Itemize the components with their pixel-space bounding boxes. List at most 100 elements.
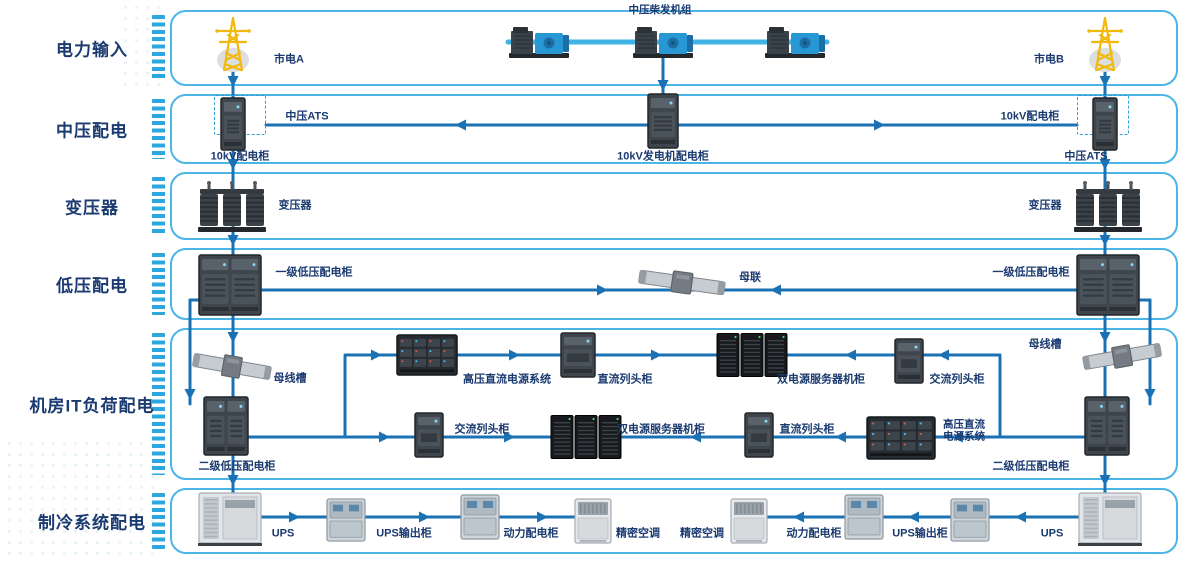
- row-label-mv-distribution: 中压配电: [56, 121, 128, 141]
- hvdc-bottom-label: 高压直流 电源系统: [943, 418, 985, 443]
- bus-tie: [636, 260, 728, 304]
- ups-right: [1078, 492, 1142, 546]
- hvdc-top-label: 高压直流电源系统: [463, 373, 551, 386]
- dc-row-head-top: [560, 332, 596, 378]
- crac-right-label: 精密空调: [680, 527, 724, 540]
- power-cabinet-icon: [326, 498, 366, 542]
- row-ticks-it-load-distribution: [152, 333, 165, 475]
- dc-row-head-top-label: 直流列头柜: [597, 373, 653, 386]
- busway-left: [190, 343, 274, 388]
- lv2-right: [1084, 396, 1130, 456]
- row-it-load-distribution: [170, 328, 1178, 480]
- ups-output-left: [326, 498, 366, 542]
- mv-panel-left-label: 10kV配电柜: [210, 150, 270, 163]
- row-label-transformers: 变压器: [65, 198, 119, 218]
- lv1-right-label: 一级低压配电柜: [992, 266, 1070, 279]
- mv-ats-right: [1092, 97, 1118, 151]
- transformer-left-label: 变压器: [278, 199, 312, 212]
- row-label-power-input: 电力输入: [56, 40, 128, 60]
- power-cabinet-icon: [844, 494, 884, 540]
- transformer-icon: [1072, 180, 1144, 234]
- power-dist-left-label: 动力配电柜: [503, 527, 559, 540]
- ups-left: [198, 492, 262, 546]
- power-dist-right-label: 动力配电柜: [786, 527, 842, 540]
- mv-ats-left-label: 中压ATS: [285, 110, 329, 123]
- row-cooling-distribution: [170, 488, 1178, 554]
- server-rack-icon: [550, 414, 622, 460]
- ac-row-head-bottom: [414, 412, 444, 458]
- lv-cabinet-icon: [1084, 396, 1130, 456]
- mv-ats-right-label: 中压ATS: [1064, 150, 1108, 163]
- genset-title-label: 中压柴发机组: [628, 3, 692, 16]
- crac-left: [574, 498, 612, 544]
- mv-panel-right-label: 10kV配电柜: [1000, 110, 1060, 123]
- gen-switchgear-label: 10kV发电机配电柜: [617, 150, 709, 163]
- ups-right-label: UPS: [1040, 527, 1064, 540]
- ups-output-right: [950, 498, 990, 542]
- lv1-left: [198, 254, 262, 316]
- hvdc-bottom: [866, 416, 936, 460]
- busway-right-label: 母线槽: [1028, 338, 1062, 351]
- tower-b: [1077, 15, 1133, 73]
- lv2-left: [203, 396, 249, 456]
- diesel-generator-icon: [508, 22, 570, 60]
- crac-right: [730, 498, 768, 544]
- hvdc-power-system-icon: [866, 416, 936, 460]
- row-ticks-lv-distribution: [152, 253, 165, 315]
- ac-row-head-top-label: 交流列头柜: [929, 373, 985, 386]
- ac-row-head-bottom-label: 交流列头柜: [454, 423, 510, 436]
- busbar-icon: [190, 343, 274, 388]
- switchgear-cabinet-icon: [647, 93, 679, 149]
- gen-2: [632, 22, 694, 60]
- lv2-right-label: 二级低压配电柜: [992, 460, 1070, 473]
- row-transformers: [170, 172, 1178, 240]
- mv-ats-left: [220, 97, 246, 151]
- row-head-cabinet-icon: [894, 338, 924, 384]
- transformer-icon: [196, 180, 268, 234]
- dc-row-head-bottom: [744, 412, 774, 458]
- busway-left-label: 母线槽: [273, 372, 307, 385]
- switchgear-cabinet-icon: [220, 97, 246, 151]
- lv-cabinet-icon: [1076, 254, 1140, 316]
- servers-top-label: 双电源服务器机柜: [777, 373, 865, 386]
- crac-icon: [574, 498, 612, 544]
- ups-left-label: UPS: [271, 527, 295, 540]
- diesel-generator-icon: [632, 22, 694, 60]
- row-ticks-power-input: [152, 15, 165, 81]
- lv-cabinet-icon: [203, 396, 249, 456]
- tower-b-label: 市电B: [1034, 53, 1064, 66]
- ups-cabinet-icon: [1078, 492, 1142, 546]
- lv-cabinet-icon: [198, 254, 262, 316]
- transformer-right-label: 变压器: [1028, 199, 1062, 212]
- row-label-cooling-distribution: 制冷系统配电: [38, 513, 146, 533]
- transmission-tower-icon: [1077, 15, 1133, 73]
- lv2-left-label: 二级低压配电柜: [198, 460, 276, 473]
- crac-icon: [730, 498, 768, 544]
- diesel-generator-icon: [764, 22, 826, 60]
- busbar-icon: [636, 260, 728, 304]
- gen-3: [764, 22, 826, 60]
- servers-bottom-label: 双电源服务器机柜: [617, 423, 705, 436]
- row-head-cabinet-icon: [560, 332, 596, 378]
- lv1-left-label: 一级低压配电柜: [275, 266, 353, 279]
- busway-right: [1080, 333, 1164, 378]
- crac-left-label: 精密空调: [616, 527, 660, 540]
- ups-output-left-label: UPS输出柜: [376, 527, 432, 540]
- servers-top: [716, 332, 788, 378]
- row-ticks-transformers: [152, 177, 165, 235]
- power-cabinet-icon: [950, 498, 990, 542]
- transformer-left: [196, 180, 268, 234]
- server-rack-icon: [716, 332, 788, 378]
- ups-cabinet-icon: [198, 492, 262, 546]
- tower-a-label: 市电A: [274, 53, 304, 66]
- row-ticks-mv-distribution: [152, 99, 165, 159]
- row-ticks-cooling-distribution: [152, 493, 165, 549]
- hvdc-power-system-icon: [396, 334, 458, 376]
- gen-1: [508, 22, 570, 60]
- row-power-input: [170, 10, 1178, 86]
- transmission-tower-icon: [205, 15, 261, 73]
- dc-row-head-bottom-label: 直流列头柜: [779, 423, 835, 436]
- row-head-cabinet-icon: [744, 412, 774, 458]
